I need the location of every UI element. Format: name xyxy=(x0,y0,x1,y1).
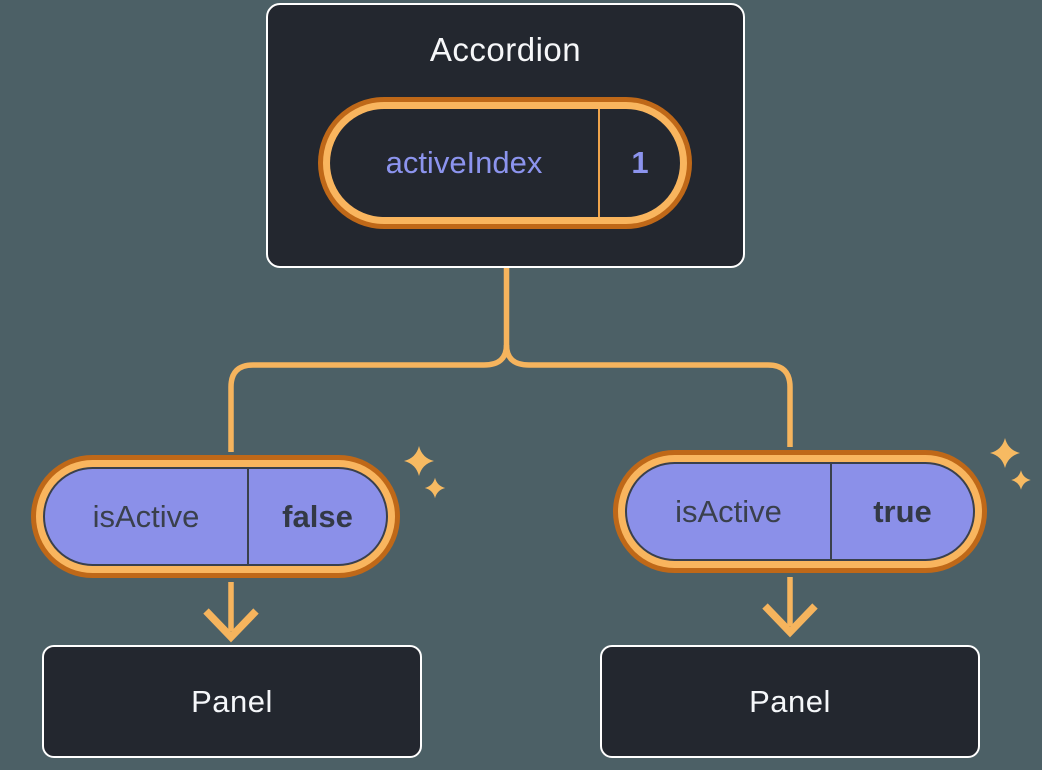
sparkle-icon xyxy=(424,477,446,499)
component-title: Accordion xyxy=(429,31,582,68)
prop-value: false xyxy=(247,469,386,564)
panel-label: Panel xyxy=(749,683,831,719)
state-name: activeIndex xyxy=(385,145,543,180)
panel-box-left: Panel xyxy=(42,645,422,758)
panel-label: Panel xyxy=(191,683,273,719)
connector-branch-right xyxy=(503,344,793,447)
state-pill: activeIndex 1 xyxy=(330,109,680,217)
arrow-left-head xyxy=(203,608,259,643)
sparkle-icon xyxy=(990,438,1020,468)
prop-name: isActive xyxy=(92,498,200,534)
prop-pill-left: isActive false xyxy=(43,467,388,566)
sparkle-icon xyxy=(404,446,434,476)
arrow-right-head xyxy=(762,603,818,638)
panel-box-right: Panel xyxy=(600,645,980,758)
prop-value: true xyxy=(830,464,973,559)
prop-pill-right: isActive true xyxy=(625,462,975,561)
state-value: 1 xyxy=(598,109,680,217)
sparkle-icon xyxy=(1011,470,1031,490)
prop-name: isActive xyxy=(675,493,782,529)
connector-branch-left xyxy=(228,344,510,452)
